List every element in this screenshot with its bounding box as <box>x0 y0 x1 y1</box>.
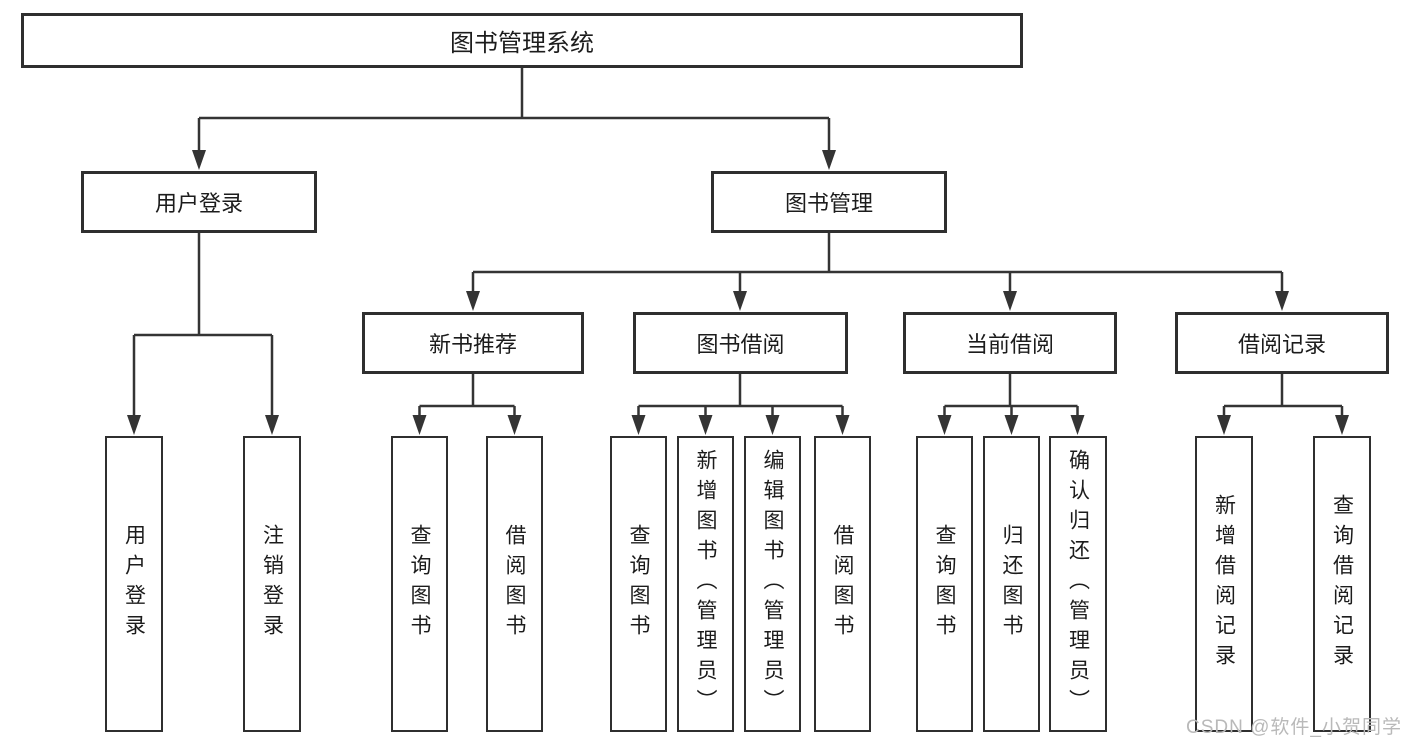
leaf-borrow-borrow-books: 借阅图书 <box>814 436 871 732</box>
leaf-user-login: 用户登录 <box>105 436 163 732</box>
leaf-newbook-query-books: 查询图书 <box>391 436 448 732</box>
arrowhead-current-borrow <box>1003 291 1017 311</box>
arrowhead-nb-query <box>412 415 427 435</box>
arrowhead-bb-query <box>631 415 646 435</box>
node-current-borrow: 当前借阅 <box>903 312 1117 374</box>
arrowhead-user-login <box>192 150 206 170</box>
connector-newbook-to-leaves <box>418 374 516 416</box>
arrowhead-bb-edit <box>765 415 780 435</box>
leaf-borrow-query-books: 查询图书 <box>610 436 667 732</box>
arrowhead-borrow-records <box>1275 291 1289 311</box>
arrowhead-book-borrow <box>733 291 747 311</box>
leaf-logout: 注销登录 <box>243 436 301 732</box>
node-borrow-records: 借阅记录 <box>1175 312 1389 374</box>
arrowhead-bb-add <box>698 415 713 435</box>
arrowhead-cb-return <box>1004 415 1019 435</box>
connector-bookmgmt-to-level3 <box>471 233 1284 292</box>
arrowhead-book-management <box>822 150 836 170</box>
leaf-current-return-books: 归还图书 <box>983 436 1040 732</box>
connector-userlogin-to-leaves <box>132 233 274 416</box>
connector-root-to-level2 <box>197 68 831 152</box>
arrowhead-leaf-logout <box>265 415 279 435</box>
csdn-watermark: CSDN @软件_小贺同学 <box>1186 717 1402 738</box>
arrowhead-br-add <box>1217 415 1231 435</box>
leaf-borrow-edit-books-admin: 编辑图书（管理员） <box>744 436 801 732</box>
connector-currentborrow-to-leaves <box>943 374 1079 416</box>
arrowhead-nb-borrow <box>507 415 522 435</box>
connector-bookborrow-to-leaves <box>637 374 844 416</box>
node-book-borrow: 图书借阅 <box>633 312 848 374</box>
leaf-current-confirm-return-admin: 确认归还（管理员） <box>1049 436 1107 732</box>
arrowhead-leaf-user-login <box>127 415 141 435</box>
arrowhead-new-book-recommend <box>466 291 480 311</box>
node-user-login: 用户登录 <box>81 171 317 233</box>
arrowhead-cb-confirm <box>1070 415 1085 435</box>
node-library-system: 图书管理系统 <box>21 13 1023 68</box>
arrowhead-bb-borrow <box>835 415 850 435</box>
leaf-current-query-books: 查询图书 <box>916 436 973 732</box>
leaf-newbook-borrow-books: 借阅图书 <box>486 436 543 732</box>
arrowhead-br-query <box>1335 415 1349 435</box>
leaf-borrow-add-books-admin: 新增图书（管理员） <box>677 436 734 732</box>
node-new-book-recommend: 新书推荐 <box>362 312 584 374</box>
connector-records-to-leaves <box>1222 374 1344 416</box>
node-book-management: 图书管理 <box>711 171 947 233</box>
arrowhead-cb-query <box>937 415 952 435</box>
leaf-records-query-record: 查询借阅记录 <box>1313 436 1371 732</box>
leaf-records-add-record: 新增借阅记录 <box>1195 436 1253 732</box>
